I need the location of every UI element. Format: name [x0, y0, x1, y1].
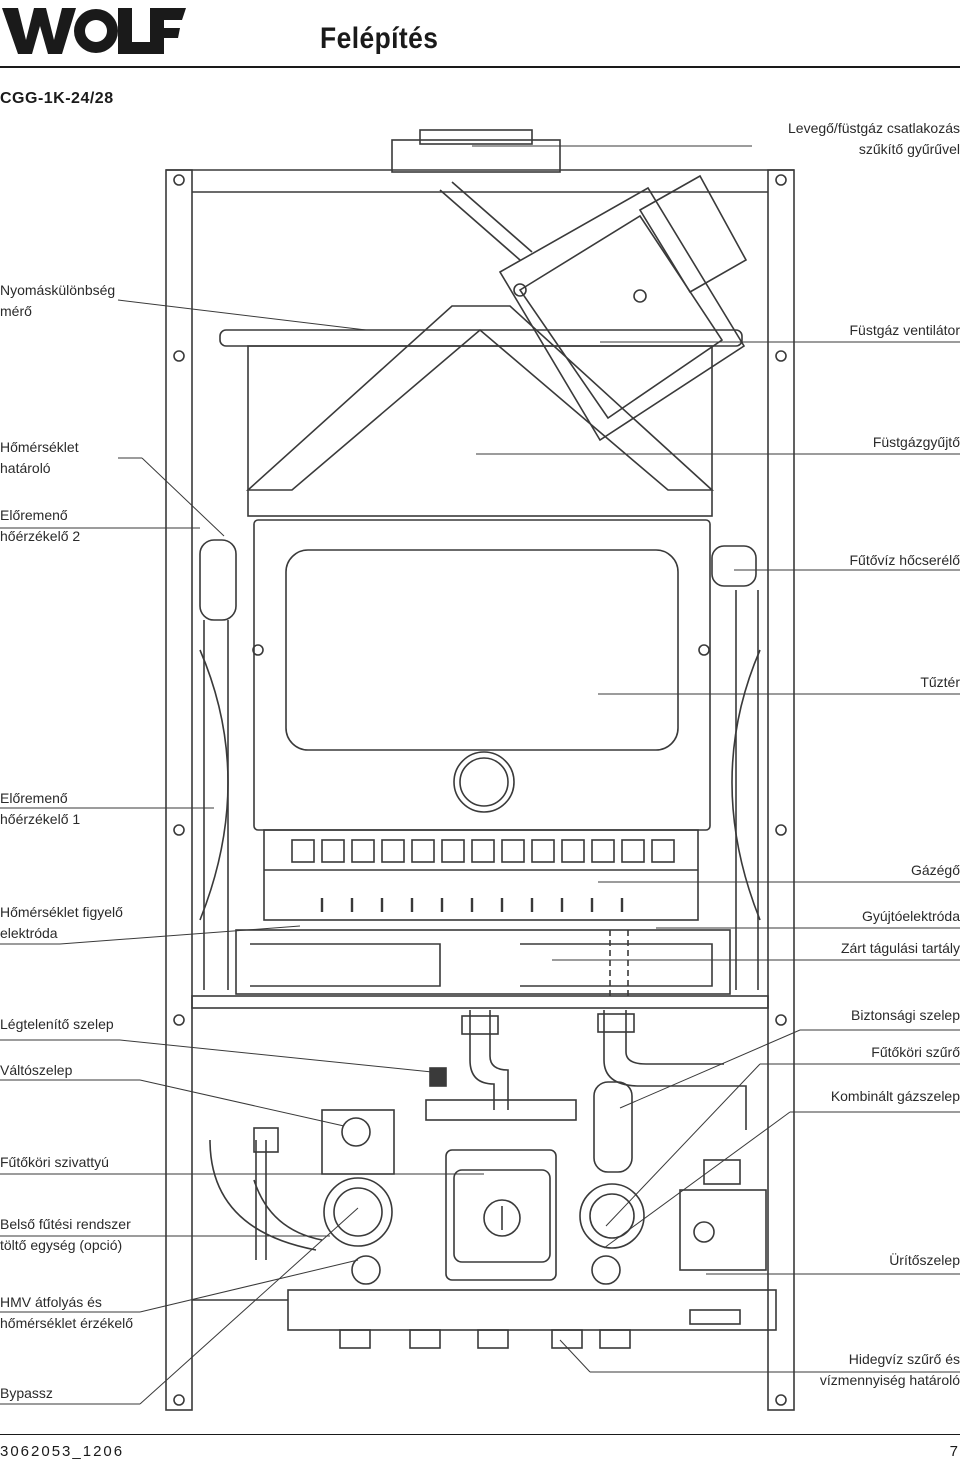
label-bypassz: Bypassz	[0, 1385, 53, 1401]
label-futoviz-hocserelo: Fűtővíz hőcserélő	[849, 552, 960, 568]
wolf-logo	[0, 6, 186, 56]
label-fustgazgyujto: Füstgázgyűjtő	[872, 434, 960, 450]
label-gyujtoelektroda: Gyújtóelektróda	[861, 908, 960, 924]
label-fustgaz-ventilator: Füstgáz ventilátor	[849, 322, 960, 338]
label-futokori-szivattyu: Fűtőköri szivattyú	[0, 1154, 109, 1170]
document-number: 3062053_1206	[0, 1443, 125, 1460]
label-belso-futesi-rendszer: Belső fűtési rendszer töltő egység (opci…	[0, 1216, 131, 1253]
page-title: Felépítés	[320, 22, 439, 55]
label-levego-fustgaz-csatlakozas: Levegő/füstgáz csatlakozás szűkítő gyűrű…	[788, 120, 960, 157]
page-number: 7	[949, 1443, 958, 1460]
label-futokori-szuro: Fűtőköri szűrő	[871, 1044, 960, 1060]
label-valtoszelep: Váltószelep	[0, 1062, 73, 1078]
label-tuzter: Tűztér	[920, 674, 960, 690]
label-uritoszelep: Ürítőszelep	[889, 1252, 960, 1268]
label-nyomaskulonbseg-mero: Nyomáskülönbség mérő	[0, 282, 116, 319]
label-homerseklet-figyelo-elektroda: Hőmérséklet figyelő elektróda	[0, 904, 123, 941]
footer-divider	[0, 1434, 960, 1435]
label-eloremeno-hoerzekelo-1: Előremenő hőérzékelő 1	[0, 790, 81, 827]
label-zart-tagulasi-tartaly: Zárt tágulási tartály	[840, 940, 960, 956]
label-homerseklet-hatarolo: Hőmérséklet határoló	[0, 439, 79, 476]
label-hmv-atfolyas: HMV átfolyás és hőmérséklet érzékelő	[0, 1294, 134, 1331]
label-kombinalt-gazszelep: Kombinált gázszelep	[830, 1088, 960, 1104]
label-hidegviz-szuro: Hidegvíz szűrő és vízmennyiség határoló	[819, 1351, 960, 1388]
label-eloremeno-hoerzekelo-2: Előremenő hőérzékelő 2	[0, 507, 81, 544]
label-gazego: Gázégő	[910, 862, 960, 878]
model-name: CGG-1K-24/28	[0, 90, 114, 107]
label-legtelenito-szelep: Légtelenítő szelep	[0, 1016, 114, 1032]
header-divider	[0, 66, 960, 68]
label-biztonsagi-szelep: Biztonsági szelep	[851, 1007, 960, 1023]
